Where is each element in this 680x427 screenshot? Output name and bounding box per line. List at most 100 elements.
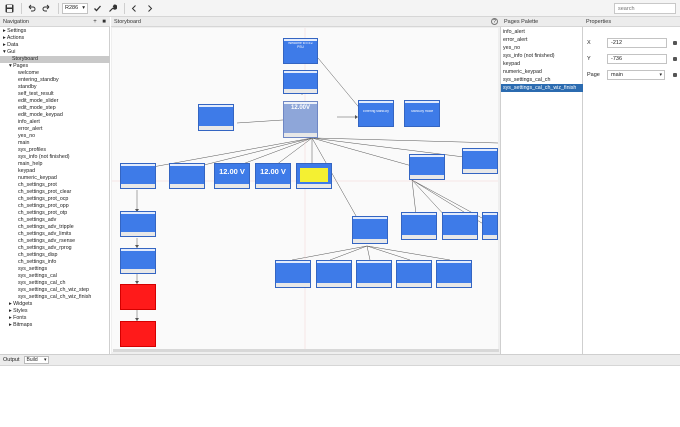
output-mode-select[interactable]: Build ▾ bbox=[23, 356, 49, 364]
page-node-ch-settings-prot-opp[interactable] bbox=[120, 248, 156, 274]
property-y-input[interactable]: -736 bbox=[607, 54, 667, 64]
tree-item[interactable]: main_help bbox=[18, 161, 43, 167]
add-icon[interactable]: + bbox=[93, 19, 97, 25]
tree-item[interactable]: welcome bbox=[18, 70, 39, 76]
page-node-sys-settings-cal-ch[interactable] bbox=[436, 260, 472, 288]
page-node-ch-settings-adv-limits[interactable] bbox=[442, 212, 478, 240]
tree-item[interactable]: ch_settings_adv_limits bbox=[18, 231, 72, 237]
tree-item[interactable]: ch_settings_prot_opp bbox=[18, 203, 69, 209]
tree-item[interactable]: yes_no bbox=[18, 133, 36, 139]
tree-item[interactable]: ch_settings_prot_clear bbox=[18, 189, 72, 195]
tree-item[interactable]: ch_settings_adv bbox=[18, 217, 57, 223]
page-node-ch-settings-prot-clear[interactable] bbox=[120, 211, 156, 237]
tree-item[interactable]: numeric_keypad bbox=[18, 175, 57, 181]
storyboard-canvas[interactable]: Welcome to EEZ PSU 12.00V Entering stand… bbox=[112, 28, 499, 352]
tree-item[interactable]: ▸ Data bbox=[3, 42, 19, 48]
tree-item[interactable]: sys_settings_cal_ch bbox=[18, 280, 66, 286]
tree-item[interactable]: sys_settings_cal_ch_wiz_step bbox=[18, 287, 89, 293]
property-x-input[interactable]: -212 bbox=[607, 38, 667, 48]
page-node-sys-settings[interactable] bbox=[462, 148, 498, 174]
palette-item[interactable]: numeric_keypad bbox=[503, 69, 542, 75]
palette-item[interactable]: sys_settings_cal_ch bbox=[503, 77, 551, 83]
palette-item[interactable]: info_alert bbox=[503, 29, 525, 35]
tree-item[interactable]: sys_profiles bbox=[18, 147, 46, 153]
tree-item[interactable]: ▾ Pages bbox=[9, 63, 29, 69]
page-node-sys-settings-cal[interactable] bbox=[352, 216, 388, 244]
property-page-select[interactable]: main ▾ bbox=[607, 70, 665, 80]
redo-icon[interactable] bbox=[40, 2, 53, 15]
palette-item[interactable]: yes_no bbox=[503, 45, 521, 51]
search-input[interactable] bbox=[614, 3, 676, 14]
page-node-main[interactable]: 12.00V bbox=[283, 101, 318, 138]
page-node-ch-settings-adv-rsense[interactable] bbox=[482, 212, 498, 240]
tree-item[interactable]: ▸ Actions bbox=[3, 35, 25, 41]
page-node-ch-settings-info[interactable] bbox=[396, 260, 432, 288]
tree-item[interactable]: standby bbox=[18, 84, 37, 90]
page-node-standby[interactable]: Stand-by mode bbox=[404, 100, 440, 127]
tree-item[interactable]: ch_settings_adv_rprog bbox=[18, 245, 72, 251]
reset-icon[interactable] bbox=[673, 41, 677, 45]
tree-item[interactable]: ▾ Gui bbox=[3, 49, 16, 55]
tree-item[interactable]: ch_settings_prot_otp bbox=[18, 210, 68, 216]
tree-item[interactable]: self_test_result bbox=[18, 91, 54, 97]
tree-item[interactable]: ch_settings_disp bbox=[18, 252, 58, 258]
tree-item[interactable]: ch_settings_prot_ocp bbox=[18, 196, 69, 202]
page-node-ch-settings-prot[interactable] bbox=[120, 163, 156, 189]
page-node-error-alert[interactable] bbox=[120, 321, 156, 347]
tree-item[interactable]: edit_mode_keypad bbox=[18, 112, 63, 118]
page-node-ch-settings-adv-tripple[interactable] bbox=[401, 212, 437, 240]
tree-item[interactable]: ▸ Bitmaps bbox=[9, 322, 33, 328]
page-node-main-help[interactable] bbox=[198, 104, 234, 131]
tree-item[interactable]: edit_mode_step bbox=[18, 105, 56, 111]
tree-item[interactable]: info_alert bbox=[18, 119, 40, 125]
tree-item[interactable]: edit_mode_slider bbox=[18, 98, 59, 104]
back-icon[interactable] bbox=[128, 2, 141, 15]
undo-icon[interactable] bbox=[25, 2, 38, 15]
tree-item[interactable]: Storyboard bbox=[0, 56, 110, 63]
tree-item[interactable]: sys_settings_cal_ch_wiz_finish bbox=[18, 294, 92, 300]
tree-item[interactable]: ▸ Fonts bbox=[9, 315, 27, 321]
tree-item[interactable]: ch_settings_adv_rsense bbox=[18, 238, 76, 244]
reset-icon[interactable] bbox=[673, 73, 677, 77]
tree-item[interactable]: ch_settings_info bbox=[18, 259, 57, 265]
page-node-standby-text[interactable]: Entering stand-by bbox=[358, 100, 394, 127]
horizontal-scrollbar[interactable] bbox=[113, 349, 499, 352]
palette-item[interactable]: keypad bbox=[503, 61, 521, 67]
page-node-welcome[interactable]: Welcome to EEZ PSU bbox=[283, 38, 318, 64]
tree-item[interactable]: main bbox=[18, 140, 30, 146]
page-connections bbox=[112, 28, 498, 352]
page-node-info-alert[interactable] bbox=[120, 284, 156, 310]
page-node-edit-mode-slider[interactable]: 12.00 V bbox=[214, 163, 250, 189]
tree-item[interactable]: keypad bbox=[18, 168, 36, 174]
tree-item[interactable]: ▸ Styles bbox=[9, 308, 28, 314]
tree-item[interactable]: sys_settings_cal bbox=[18, 273, 57, 279]
pages-palette-title: Pages Palette bbox=[504, 19, 539, 25]
tree-item[interactable]: sys_info (not finished) bbox=[18, 154, 70, 160]
page-node-ch-settings-adv-rprog[interactable] bbox=[316, 260, 352, 288]
forward-icon[interactable] bbox=[143, 2, 156, 15]
page-node-entering-standby[interactable] bbox=[283, 70, 318, 94]
tree-item[interactable]: error_alert bbox=[18, 126, 43, 132]
page-node-ch-settings-disp[interactable] bbox=[356, 260, 392, 288]
page-node-edit-mode-step[interactable]: 12.00 V bbox=[255, 163, 291, 189]
help-icon[interactable]: ? bbox=[491, 18, 498, 25]
tree-item[interactable]: ▸ Settings bbox=[3, 28, 27, 34]
palette-item[interactable]: error_alert bbox=[503, 37, 528, 43]
tree-item[interactable]: ch_settings_prot bbox=[18, 182, 57, 188]
tree-item[interactable]: entering_standby bbox=[18, 77, 59, 83]
save-icon[interactable] bbox=[3, 2, 16, 15]
check-icon[interactable] bbox=[91, 2, 104, 15]
tree-item[interactable]: ch_settings_adv_tripple bbox=[18, 224, 74, 230]
reset-icon[interactable] bbox=[673, 57, 677, 61]
palette-item[interactable]: sys_info (not finished) bbox=[503, 53, 555, 59]
palette-item[interactable]: sys_settings_cal_ch_wiz_finish bbox=[501, 84, 583, 92]
page-node-edit-mode-keypad[interactable] bbox=[296, 163, 332, 189]
page-node-ch-settings-prot-ocp[interactable] bbox=[169, 163, 205, 189]
wrench-icon[interactable] bbox=[106, 2, 119, 15]
resolution-select[interactable]: R286 ▾ bbox=[62, 2, 88, 14]
tree-item[interactable]: ▸ Widgets bbox=[9, 301, 33, 307]
delete-icon[interactable]: ■ bbox=[102, 19, 106, 25]
page-node-ch-settings-prot-otp[interactable] bbox=[275, 260, 311, 288]
tree-item[interactable]: sys_settings bbox=[18, 266, 48, 272]
page-node-ch-settings-adv[interactable] bbox=[409, 154, 445, 180]
